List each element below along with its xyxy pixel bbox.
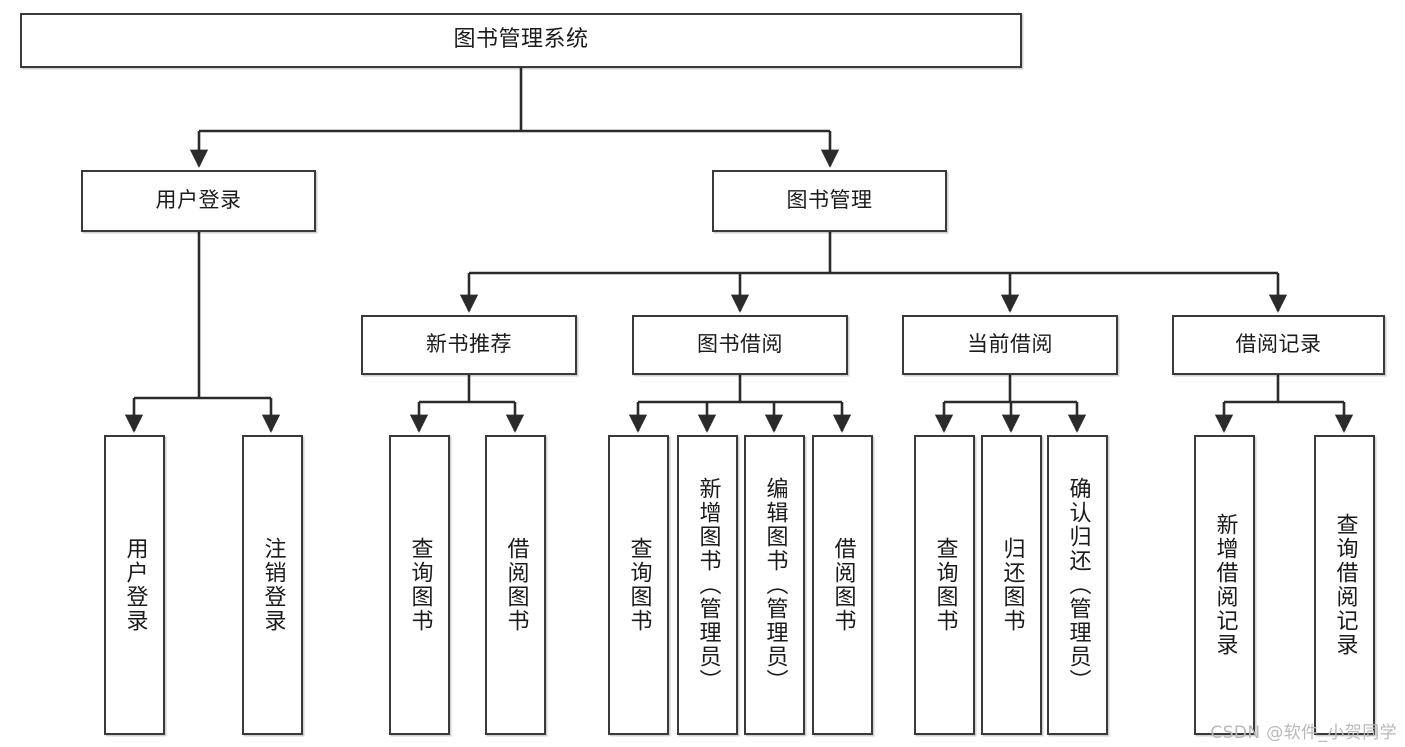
node-current-borrow[interactable]: 当前借阅	[902, 315, 1118, 375]
node-label: 新增图书（管理员）	[695, 477, 721, 693]
leaf-user-login-logout[interactable]: 注销登录	[242, 435, 303, 735]
node-label: 新增借阅记录	[1212, 513, 1238, 657]
node-label: 用户登录	[155, 188, 242, 213]
node-book-management[interactable]: 图书管理	[712, 170, 947, 232]
node-label: 查询图书	[932, 537, 958, 633]
leaf-user-login-login[interactable]: 用户登录	[104, 435, 165, 735]
node-label: 当前借阅	[967, 332, 1053, 357]
node-root-book-management-system[interactable]: 图书管理系统	[20, 13, 1022, 68]
node-label: 图书借阅	[697, 332, 783, 357]
node-book-borrow[interactable]: 图书借阅	[632, 315, 848, 375]
leaf-borrow-edit-book-admin[interactable]: 编辑图书（管理员）	[744, 435, 805, 735]
csdn-watermark: CSDN @软件_小贺同学	[1210, 723, 1397, 743]
node-label: 借阅记录	[1235, 332, 1322, 357]
node-borrow-record[interactable]: 借阅记录	[1172, 315, 1385, 375]
leaf-record-query-record[interactable]: 查询借阅记录	[1314, 435, 1375, 735]
node-label: 确认归还（管理员）	[1065, 477, 1091, 693]
node-label: 新书推荐	[426, 332, 512, 357]
leaf-recommend-query-book[interactable]: 查询图书	[389, 435, 450, 735]
leaf-recommend-borrow-book[interactable]: 借阅图书	[485, 435, 546, 735]
node-user-login[interactable]: 用户登录	[81, 170, 316, 232]
node-label: 用户登录	[122, 537, 148, 633]
node-label: 查询图书	[407, 537, 433, 633]
leaf-current-confirm-return-admin[interactable]: 确认归还（管理员）	[1047, 435, 1108, 735]
leaf-current-return-book[interactable]: 归还图书	[981, 435, 1042, 735]
leaf-current-query-book[interactable]: 查询图书	[914, 435, 975, 735]
node-label: 归还图书	[999, 537, 1025, 633]
leaf-record-add-record[interactable]: 新增借阅记录	[1194, 435, 1255, 735]
node-label: 图书管理系统	[453, 27, 589, 53]
node-label: 查询借阅记录	[1332, 513, 1358, 657]
leaf-borrow-query-book[interactable]: 查询图书	[608, 435, 669, 735]
leaf-borrow-borrow-book[interactable]: 借阅图书	[812, 435, 873, 735]
node-label: 图书管理	[786, 188, 873, 213]
node-label: 借阅图书	[830, 537, 856, 633]
leaf-borrow-add-book-admin[interactable]: 新增图书（管理员）	[677, 435, 738, 735]
node-label: 编辑图书（管理员）	[762, 477, 788, 693]
node-new-book-recommend[interactable]: 新书推荐	[361, 315, 577, 375]
node-label: 查询图书	[626, 537, 652, 633]
node-label: 注销登录	[260, 537, 286, 633]
node-label: 借阅图书	[503, 537, 529, 633]
